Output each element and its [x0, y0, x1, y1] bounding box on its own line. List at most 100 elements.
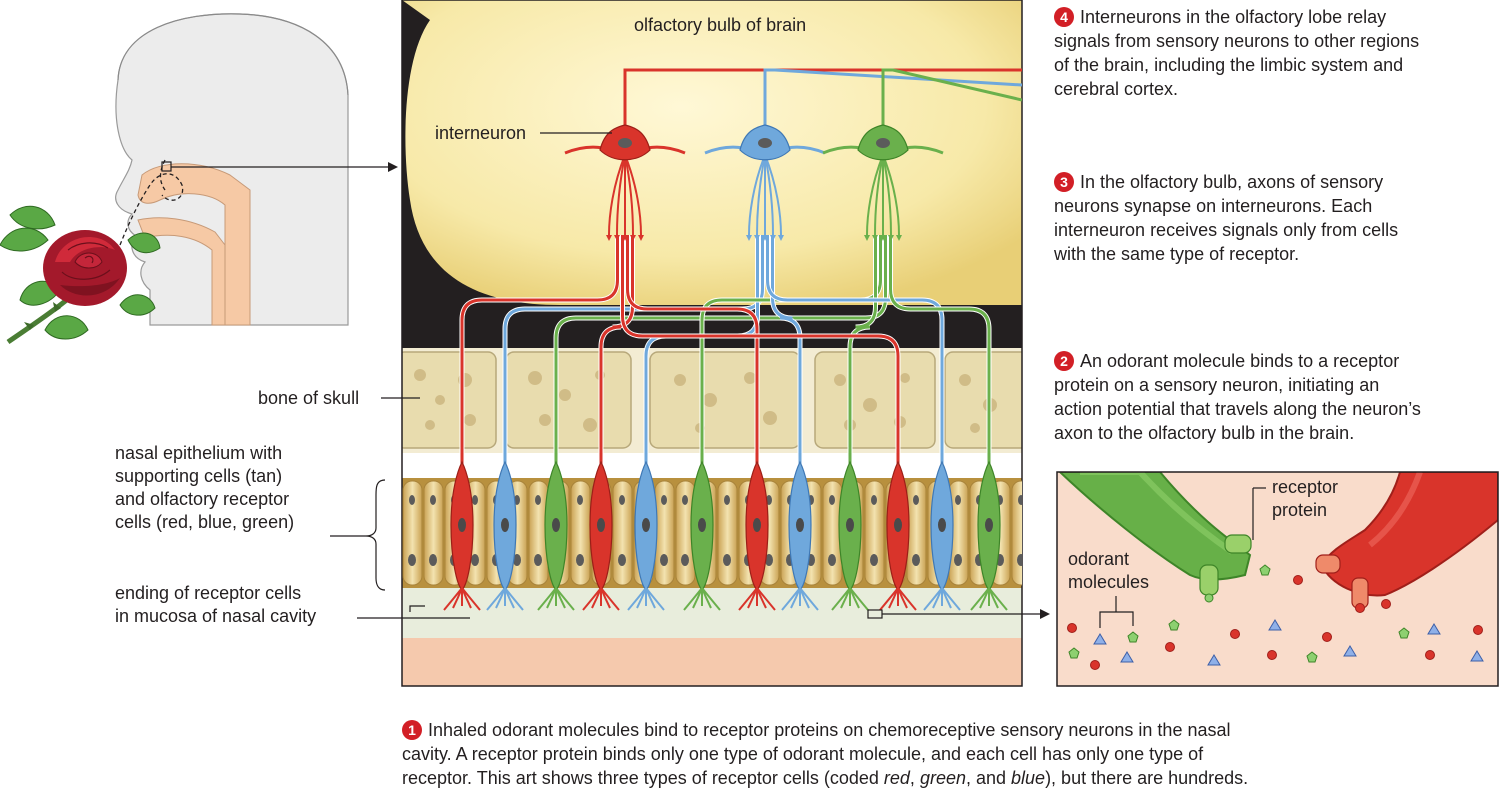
interneuron-dendrite: [874, 154, 884, 236]
interneuron-dendrite: [616, 154, 626, 236]
axon: [626, 235, 759, 470]
step-2-text: 2 An odorant molecule binds to a receptor…: [1054, 349, 1421, 445]
interneuron-nucleus: [758, 138, 772, 148]
supporting-cell-nucleus: [955, 495, 961, 505]
interneuron-cell: [564, 68, 1022, 241]
cilia: [849, 587, 869, 611]
cilia: [555, 587, 575, 611]
interneuron-axon: [763, 68, 1022, 130]
interneuron-cell: [822, 68, 1022, 241]
cilia: [504, 587, 524, 611]
interneuron-dendrite: [756, 154, 766, 236]
caption-fragment: , and: [965, 768, 1012, 788]
receptor-cell-nucleus: [552, 518, 560, 532]
supporting-cell-nucleus: [535, 495, 541, 505]
supporting-cell-nucleus: [912, 554, 920, 566]
step-line: In the olfactory bulb, axons of sensory: [1080, 172, 1384, 192]
interneuron-dendrite: [764, 154, 774, 236]
step-line: neurons synapse on interneurons. Each: [1054, 196, 1373, 216]
interneuron-dendrite: [882, 154, 892, 236]
nasal-epithelium-line: nasal epithelium with: [115, 443, 283, 463]
olfactory-bulb-label: olfactory bulb of brain: [634, 15, 807, 35]
supporting-cell-nucleus: [619, 495, 625, 505]
receptor-cell-nucleus: [796, 518, 804, 532]
caption-green-word: green: [919, 768, 966, 788]
cilia: [988, 587, 1008, 611]
receptor-inset: [1056, 471, 1499, 687]
supporting-cell-nucleus: [430, 495, 436, 505]
step-1-caption: 1 Inhaled odorant molecules bind to recep…: [402, 718, 1248, 790]
cilia: [645, 587, 665, 611]
synapse-terminal: [864, 235, 870, 241]
olfactory-bulb-shape: [402, 0, 1022, 305]
synapse-terminal: [880, 235, 886, 241]
supporting-cell-nucleus: [682, 495, 688, 505]
head-profile-icon: [115, 13, 398, 326]
step-number-badge: 2: [1054, 351, 1074, 371]
synapse-terminal: [622, 235, 628, 241]
receptor-protein-line: protein: [1272, 500, 1328, 520]
interneuron-dendrite: [608, 154, 626, 236]
supporting-cell-nucleus: [408, 554, 416, 566]
receptor-cell-nucleus: [753, 518, 761, 532]
cilia: [461, 587, 481, 611]
interneurons: [564, 68, 1022, 241]
supporting-cell-nucleus: [1017, 554, 1022, 566]
synapse-terminal: [770, 235, 776, 241]
synapse-terminal: [872, 235, 878, 241]
supporting-cell-nucleus: [954, 554, 962, 566]
interneuron-dendrite: [624, 154, 642, 236]
nasal-epithelium-line: and olfactory receptor: [115, 489, 290, 509]
caption-line: Inhaled odorant molecules bind to recept…: [428, 720, 1231, 740]
axon: [848, 235, 877, 470]
step-line: signals from sensory neurons to other re…: [1054, 31, 1420, 51]
receptor-protein-line: receptor: [1272, 477, 1339, 497]
step-line: protein on a sensory neuron, initiating …: [1054, 375, 1380, 395]
supporting-cell-nucleus: [724, 495, 730, 505]
axon: [766, 235, 944, 470]
ending-of-receptor-cells-label: ending of receptor cells in mucosa of na…: [115, 582, 316, 628]
receptor-cell-nucleus: [846, 518, 854, 532]
olfactory-receptor-cells: [443, 460, 1008, 611]
receptor-cell-nucleus: [458, 518, 466, 532]
caption-line: receptor. This art shows three types of …: [402, 766, 1248, 790]
supporting-cell: [612, 480, 633, 586]
supporting-cell-nucleus: [471, 554, 479, 566]
step-number-badge: 4: [1054, 7, 1074, 27]
odorant-molecules-line: odorant: [1068, 549, 1130, 569]
ending-label-line: ending of receptor cells: [115, 583, 302, 603]
interneuron-branch: [704, 145, 744, 155]
caption-fragment: ), but there are hundreds.: [1045, 768, 1249, 788]
supporting-cell-nucleus: [534, 554, 542, 566]
step-line: An odorant molecule binds to a receptor: [1080, 351, 1400, 371]
nasal-epithelium-label: nasal epithelium with supporting cells (…: [115, 442, 294, 534]
supporting-cell-nucleus: [871, 495, 877, 505]
synapse-terminal: [614, 235, 620, 241]
odorant-molecules-line: molecules: [1068, 572, 1150, 592]
step-line: interneuron receives signals only from c…: [1054, 220, 1399, 240]
cilia: [701, 587, 721, 611]
step-line: of the brain, including the limbic syste…: [1054, 55, 1404, 75]
synapse-terminal: [630, 235, 636, 241]
step-number-badge: 1: [402, 720, 422, 740]
interneuron-label: interneuron: [435, 123, 527, 143]
receptor-cell-nucleus: [985, 518, 993, 532]
interneuron-branch: [564, 145, 604, 155]
cilia: [941, 587, 961, 611]
supporting-cell-nucleus: [723, 554, 731, 566]
supporting-cell-nucleus: [913, 495, 919, 505]
step-line: axon to the olfactory bulb in the brain.: [1054, 423, 1355, 443]
ending-label-line: in mucosa of nasal cavity: [115, 606, 317, 626]
supporting-cell-nucleus: [765, 554, 773, 566]
receptor-protein-label: receptor protein: [1272, 476, 1338, 522]
receptor-cell-nucleus: [938, 518, 946, 532]
nasal-epithelium-line: supporting cells (tan): [115, 466, 283, 486]
supporting-cell-nucleus: [576, 554, 584, 566]
axon: [460, 235, 619, 470]
interneuron-nucleus: [876, 138, 890, 148]
cilia: [600, 587, 620, 611]
receptor-cell-nucleus: [642, 518, 650, 532]
axon: [554, 235, 887, 470]
nasal-epithelium-line: cells (red, blue, green): [115, 512, 295, 532]
